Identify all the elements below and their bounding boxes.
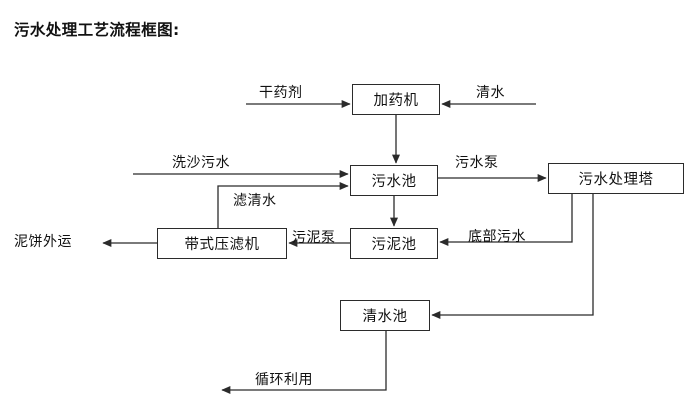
node-dosing-machine[interactable]: 加药机 bbox=[352, 84, 440, 115]
edge-label-filtrate: 滤清水 bbox=[233, 193, 277, 209]
node-label: 清水池 bbox=[362, 309, 408, 325]
edge-label-sand-wash-sewage: 洗沙污水 bbox=[172, 155, 230, 171]
edge-tower-to-clearwater bbox=[431, 194, 594, 320]
node-clear-water-pool[interactable]: 清水池 bbox=[340, 300, 430, 331]
edge-clearwater-recycle bbox=[221, 331, 387, 395]
node-belt-filter-press[interactable]: 带式压滤机 bbox=[157, 228, 287, 259]
edge-filtrate-to-sewage bbox=[217, 181, 349, 228]
edge-label-recycle: 循环利用 bbox=[255, 372, 313, 388]
node-sludge-pool[interactable]: 污泥池 bbox=[350, 228, 438, 259]
page-title: 污水处理工艺流程框图: bbox=[14, 21, 180, 39]
node-label: 污泥池 bbox=[371, 237, 417, 253]
edge-label-bottom-sewage: 底部污水 bbox=[468, 229, 526, 245]
node-label: 污水池 bbox=[371, 174, 417, 190]
terminal-label-mud-cake-out: 泥饼外运 bbox=[14, 234, 72, 250]
edge-label-sewage-pump: 污水泵 bbox=[455, 155, 499, 171]
node-label: 加药机 bbox=[373, 93, 419, 109]
node-sewage-pool[interactable]: 污水池 bbox=[350, 165, 438, 196]
edge-tower-bottom-to-sludge bbox=[439, 194, 573, 247]
node-sewage-treatment-tower[interactable]: 污水处理塔 bbox=[548, 163, 684, 194]
edge-label-sludge-pump: 污泥泵 bbox=[292, 230, 336, 246]
node-label: 带式压滤机 bbox=[184, 237, 260, 253]
edge-label-clean-water: 清水 bbox=[476, 85, 505, 101]
node-label: 污水处理塔 bbox=[578, 172, 654, 188]
edge-label-dry-reagent: 干药剂 bbox=[259, 85, 303, 101]
